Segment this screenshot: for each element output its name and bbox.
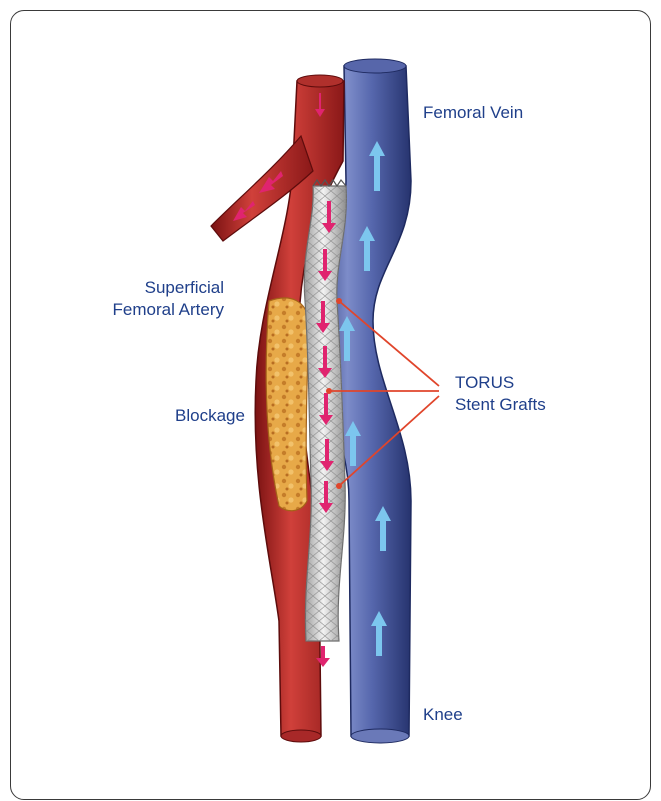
label-torus-line2: Stent Grafts [455, 394, 546, 416]
figure-frame [10, 10, 651, 800]
label-superficial-femoral-artery: Superficial Femoral Artery [108, 277, 224, 321]
label-torus-stent-grafts: TORUS Stent Grafts [455, 372, 546, 416]
vein-top-opening [344, 59, 406, 73]
label-femoral-vein: Femoral Vein [423, 102, 523, 124]
label-superficial-line2: Femoral Artery [108, 299, 224, 321]
label-knee: Knee [423, 704, 463, 726]
vein-bottom-opening [351, 729, 409, 743]
artery-bottom-opening [281, 730, 321, 742]
label-superficial-line1: Superficial [108, 277, 224, 299]
vessel-illustration [11, 11, 652, 801]
label-torus-line1: TORUS [455, 372, 546, 394]
artery-top-opening [297, 75, 343, 87]
label-blockage: Blockage [175, 405, 245, 427]
